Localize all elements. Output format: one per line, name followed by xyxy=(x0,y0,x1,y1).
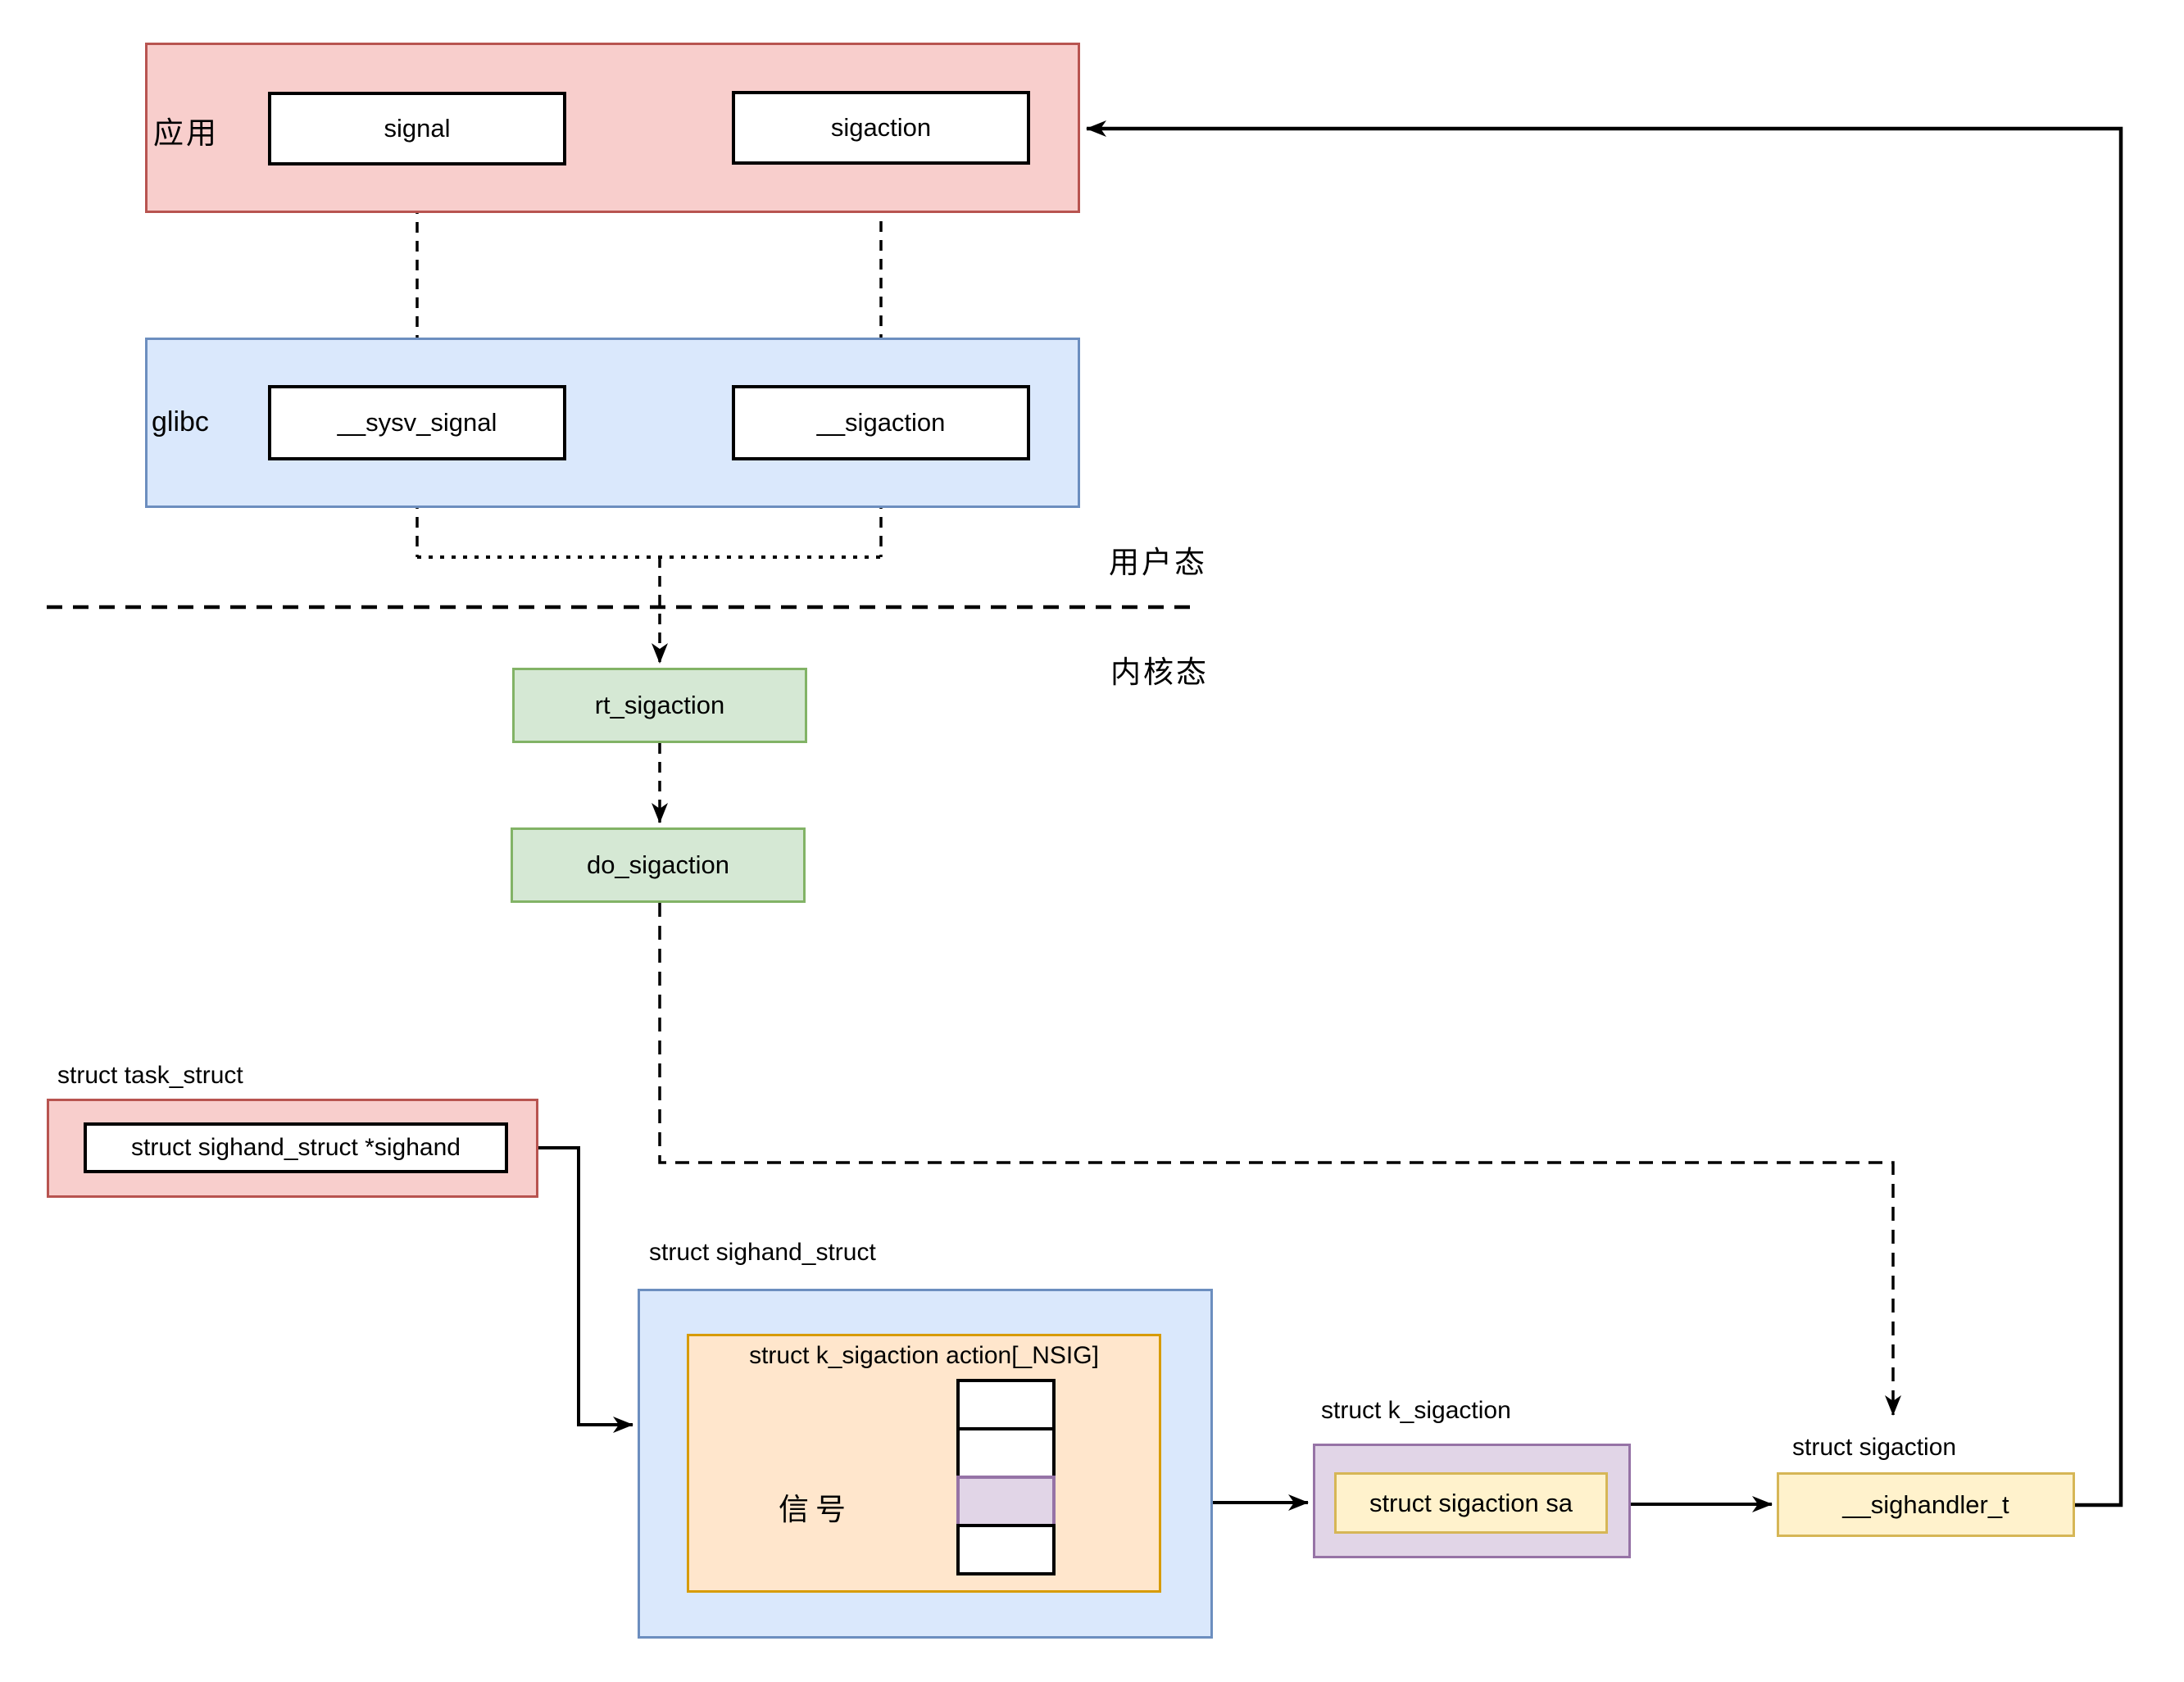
task-struct-title: struct task_struct xyxy=(57,1062,243,1089)
action-array-cell-1 xyxy=(956,1427,1056,1479)
sigaction-sa-field-label: struct sigaction sa xyxy=(1369,1488,1573,1517)
action-array-title: struct k_sigaction action[_NSIG] xyxy=(749,1342,1099,1369)
sigaction-function-label: sigaction xyxy=(830,113,932,142)
signal-function-label: signal xyxy=(384,114,451,143)
kernel-mode-label: 内核态 xyxy=(1110,656,1209,690)
sysv-signal-function-label: __sysv_signal xyxy=(337,408,497,437)
rt-sigaction-box: rt_sigaction xyxy=(512,668,807,743)
sighand-pointer-field-box: struct sighand_struct *sighand xyxy=(84,1122,508,1173)
action-array-cell-3 xyxy=(956,1524,1056,1575)
do-sigaction-label: do_sigaction xyxy=(586,850,730,879)
k-sigaction-title: struct k_sigaction xyxy=(1321,1397,1511,1424)
action-array-cell-0 xyxy=(956,1379,1056,1430)
sigaction-struct-title: struct sigaction xyxy=(1792,1434,1957,1461)
rt-sigaction-label: rt_sigaction xyxy=(594,691,725,719)
glibc-sigaction-function-box: __sigaction xyxy=(732,385,1030,460)
sighandler-field-box: __sighandler_t xyxy=(1777,1472,2075,1537)
do-sigaction-box: do_sigaction xyxy=(511,827,806,903)
user-mode-label: 用户态 xyxy=(1109,546,1207,580)
signal-index-label: 信号 xyxy=(779,1494,852,1527)
sysv-signal-function-box: __sysv_signal xyxy=(268,385,566,460)
arrow-sighandler-to-app-sigaction xyxy=(1086,120,2123,1507)
sighand-struct-title: struct sighand_struct xyxy=(649,1239,876,1266)
sighandler-field-label: __sighandler_t xyxy=(1842,1489,2009,1519)
sighand-pointer-field-label: struct sighand_struct *sighand xyxy=(131,1134,461,1161)
action-array-container xyxy=(687,1334,1161,1593)
action-array-cell-selected xyxy=(956,1476,1056,1527)
glibc-layer-label: glibc xyxy=(152,406,209,438)
glibc-sigaction-function-label: __sigaction xyxy=(816,408,946,437)
app-layer-label: 应用 xyxy=(153,117,219,151)
signal-function-box: signal xyxy=(268,92,566,165)
sigaction-sa-field-box: struct sigaction sa xyxy=(1334,1472,1608,1534)
sigaction-function-box: sigaction xyxy=(732,91,1030,165)
